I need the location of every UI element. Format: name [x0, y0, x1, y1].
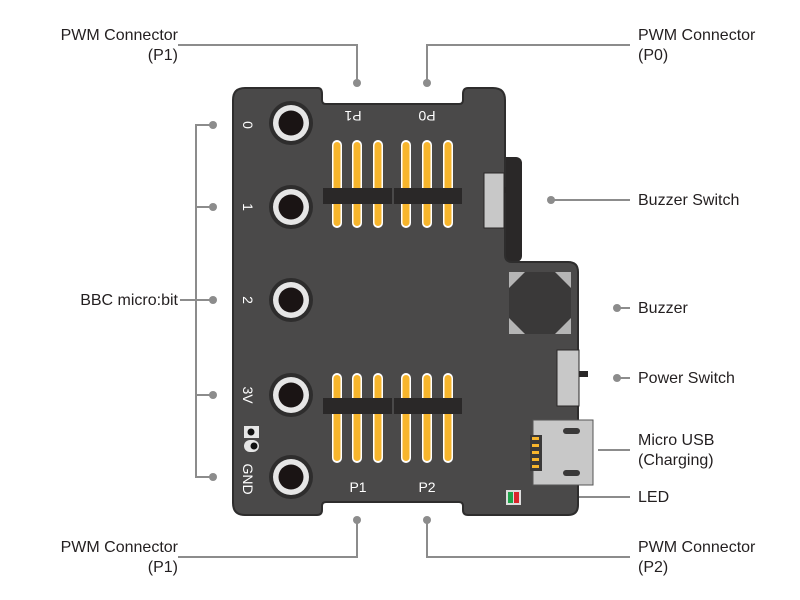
header-label-bottom-p2: P2 [418, 479, 435, 495]
buzzer-switch[interactable] [483, 172, 505, 229]
callout-text: PWM Connector [60, 27, 178, 44]
edge-label-1: 1 [240, 203, 256, 211]
callout-micro-usb: Micro USB (Charging) [638, 431, 714, 471]
edge-label-gnd: GND [240, 463, 256, 494]
power-switch[interactable] [556, 349, 580, 407]
callout-dots [209, 79, 621, 524]
edge-hole-2 [269, 278, 313, 322]
header-pin [401, 140, 411, 228]
header-pin [443, 140, 453, 228]
header-label-bottom-p1: P1 [349, 479, 366, 495]
header-housing [323, 188, 392, 204]
header-pin [401, 373, 411, 463]
callout-text: PWM Connector [638, 27, 756, 44]
callout-pwm-p0: PWM Connector (P0) [638, 26, 755, 66]
header-pin [373, 140, 383, 228]
edge-label-3v: 3V [240, 386, 256, 404]
header-housing [323, 398, 392, 414]
edge-hole-4 [269, 455, 313, 499]
callout-text: (P1) [147, 559, 178, 576]
header-housing [394, 188, 462, 204]
header-pin [332, 373, 342, 463]
callout-microbit: BBC micro:bit [80, 292, 178, 309]
callout-text: (Charging) [638, 452, 714, 469]
header-pin [352, 373, 362, 463]
header-pin [332, 140, 342, 228]
callout-text: (P0) [638, 47, 669, 64]
callout-text: PWM Connector [638, 539, 756, 556]
header-housing [394, 398, 462, 414]
callout-text: (P1) [147, 47, 178, 64]
callout-text: PWM Connector [60, 539, 178, 556]
callout-pwm-p2: PWM Connector (P2) [638, 538, 755, 578]
edge-label-2: 2 [240, 296, 256, 304]
callout-led: LED [638, 489, 670, 506]
header-pin [373, 373, 383, 463]
callout-buzzer: Buzzer [638, 300, 688, 317]
micro-usb-port[interactable] [532, 419, 594, 486]
header-pin [443, 373, 453, 463]
callout-text: (P2) [638, 559, 669, 576]
callout-buzzer-switch: Buzzer Switch [638, 192, 740, 209]
edge-label-0: 0 [240, 121, 256, 129]
header-label-top-p0: P0 [418, 108, 435, 124]
header-pin [422, 373, 432, 463]
callout-text: Micro USB [638, 432, 715, 449]
edge-hole-1 [269, 185, 313, 229]
header-pin [422, 140, 432, 228]
pin-headers [323, 140, 462, 463]
edge-hole-0 [269, 101, 313, 145]
callout-pwm-p1-top: PWM Connector (P1) [61, 26, 178, 66]
edge-holes [269, 101, 313, 499]
callout-power-switch: Power Switch [638, 370, 735, 387]
header-label-top-p1: P1 [344, 108, 361, 124]
header-pin [352, 140, 362, 228]
edge-hole-3 [269, 373, 313, 417]
callout-pwm-p1-bottom: PWM Connector (P1) [61, 538, 178, 578]
